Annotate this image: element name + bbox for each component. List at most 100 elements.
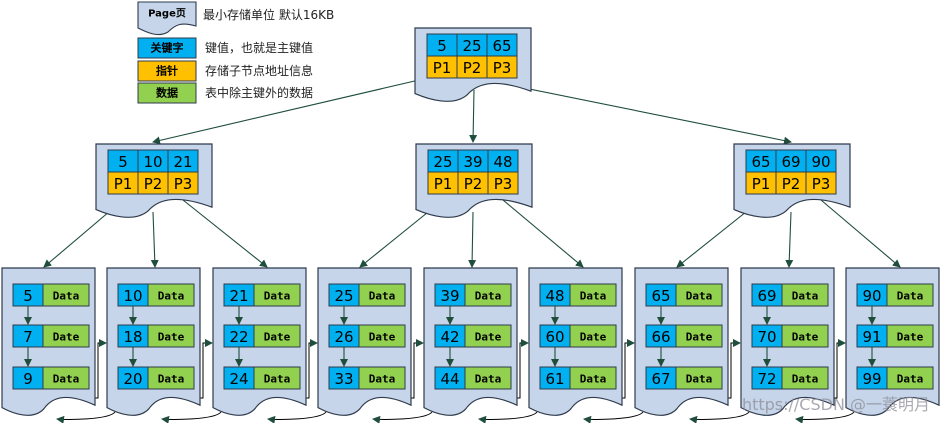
leaf-page-5-key: 39 bbox=[440, 287, 459, 305]
internal-node-2-pointer: P3 bbox=[494, 175, 513, 193]
leaf-page-9-data: Data bbox=[897, 373, 924, 386]
leaf-page-7-data-cell bbox=[675, 283, 723, 307]
leaf-page-1-data: Data bbox=[53, 373, 80, 386]
internal-3-to-leaf-arrow-3 bbox=[820, 199, 901, 268]
leaf-page-3-key: 22 bbox=[229, 328, 248, 346]
leaf-page-8-key: 70 bbox=[757, 328, 776, 346]
leaf-page-6-data: Data bbox=[580, 290, 607, 303]
leaf-link-5-backward bbox=[478, 411, 538, 423]
links-layer bbox=[43, 79, 901, 423]
leaf-page-3-data: Data bbox=[264, 373, 291, 386]
root-to-internal-arrow-3 bbox=[494, 81, 792, 145]
leaf-page-4-data-cell bbox=[358, 283, 406, 307]
internal-node-3-pointer: P1 bbox=[752, 175, 771, 193]
leaf-page-5-data: Data bbox=[475, 373, 502, 386]
leaf-page-1-data-cell bbox=[42, 324, 90, 348]
leaf-page-5-data-cell bbox=[464, 366, 512, 390]
internal-node-3-key: 69 bbox=[781, 153, 800, 171]
internal-node-2-key: 25 bbox=[433, 153, 452, 171]
leaf-page-5-data-cell bbox=[464, 283, 512, 307]
leaf-page-7-key: 65 bbox=[651, 287, 670, 305]
root-node-pointer: P2 bbox=[463, 59, 482, 77]
leaf-page-5-key: 42 bbox=[440, 328, 459, 346]
internal-node-1-key: 5 bbox=[118, 153, 128, 171]
internal-node-1-key: 21 bbox=[173, 153, 192, 171]
leaf-page-7-key: 67 bbox=[651, 370, 670, 388]
internal-3-to-leaf-arrow-2 bbox=[785, 211, 794, 268]
leaf-page-1-key: 9 bbox=[23, 370, 33, 388]
internal-node-3-key: 65 bbox=[751, 153, 770, 171]
internal-1-to-leaf-arrow-2 bbox=[150, 211, 159, 268]
internal-node-3-key: 90 bbox=[811, 153, 830, 171]
internal-node-1-key: 10 bbox=[143, 153, 162, 171]
leaf-page-3-key: 21 bbox=[229, 287, 248, 305]
leaf-page-4-key: 26 bbox=[334, 328, 353, 346]
leaf-link-3-backward bbox=[267, 411, 327, 423]
leaf-page-5-data: Date bbox=[475, 331, 502, 344]
leaf-page-4-key: 33 bbox=[334, 370, 353, 388]
internal-node-2-pointer: P2 bbox=[464, 175, 483, 193]
leaf-page-5-key: 44 bbox=[440, 370, 459, 388]
watermark-text: https://CSDN @一蓑明月 bbox=[741, 395, 930, 414]
leaf-page-8-data-cell bbox=[781, 283, 829, 307]
leaf-page-6-data-cell bbox=[569, 324, 617, 348]
leaf-page-2-key: 18 bbox=[123, 328, 142, 346]
leaf-page-4-data: Date bbox=[369, 331, 396, 344]
leaf-page-9-data-cell bbox=[886, 283, 934, 307]
legend-key-desc: 键值，也就是主键值 bbox=[205, 41, 314, 55]
leaf-page-4-data: Data bbox=[369, 290, 396, 303]
leaf-page-2-data: Data bbox=[158, 373, 185, 386]
leaf-page-6-data-cell bbox=[569, 283, 617, 307]
leaf-link-6-backward bbox=[583, 411, 644, 423]
leaf-link-8-backward bbox=[795, 411, 855, 423]
legend-pointer-label: 指针 bbox=[156, 64, 178, 78]
leaf-page-3-data: Date bbox=[264, 331, 291, 344]
leaf-page-1-data-cell bbox=[42, 366, 90, 390]
legend-data-desc: 表中除主键外的数据 bbox=[205, 86, 314, 100]
leaf-page-1-key: 7 bbox=[23, 328, 33, 346]
leaf-page-8-data: Date bbox=[792, 331, 819, 344]
root-node-key: 25 bbox=[462, 37, 481, 55]
leaf-page-8-key: 69 bbox=[757, 287, 776, 305]
leaf-page-6-key: 60 bbox=[545, 328, 564, 346]
leaf-page-6-data-cell bbox=[569, 366, 617, 390]
leaf-page-3-data-cell bbox=[253, 324, 301, 348]
leaf-page-6-data: Data bbox=[580, 373, 607, 386]
internal-2-to-leaf-arrow-3 bbox=[502, 199, 584, 268]
internal-node-2-key: 48 bbox=[493, 153, 512, 171]
leaf-page-2-key: 10 bbox=[123, 287, 142, 305]
internal-node-1-pointer: P3 bbox=[174, 175, 193, 193]
leaf-page-7-data-cell bbox=[675, 324, 723, 348]
leaf-page-8-data: Data bbox=[792, 290, 819, 303]
leaf-page-8-data: Data bbox=[792, 373, 819, 386]
leaf-page-9-key: 90 bbox=[862, 287, 881, 305]
leaf-page-7-data: Data bbox=[686, 373, 713, 386]
leaf-page-6-data: Date bbox=[580, 331, 607, 344]
leaf-page-4-key: 25 bbox=[334, 287, 353, 305]
leaf-page-6-key: 61 bbox=[545, 370, 564, 388]
leaf-page-9-data-cell bbox=[886, 324, 934, 348]
internal-node-2-pointer: P1 bbox=[434, 175, 453, 193]
leaf-page-2-data: Data bbox=[158, 290, 185, 303]
leaf-page-3-data-cell bbox=[253, 366, 301, 390]
leaf-page-7-data: Date bbox=[686, 331, 713, 344]
internal-node-3-pointer: P3 bbox=[812, 175, 831, 193]
internal-node-3-pointer-cell bbox=[805, 171, 837, 195]
legend-page-label: Page页 bbox=[148, 8, 186, 20]
leaf-page-4-data-cell bbox=[358, 366, 406, 390]
leaf-link-4-backward bbox=[372, 411, 433, 423]
internal-node-2-pointer-cell bbox=[487, 171, 519, 195]
internal-1-to-leaf-arrow-3 bbox=[182, 199, 268, 268]
legend-page-icon bbox=[137, 1, 197, 36]
legend-key-swatch bbox=[137, 37, 197, 59]
